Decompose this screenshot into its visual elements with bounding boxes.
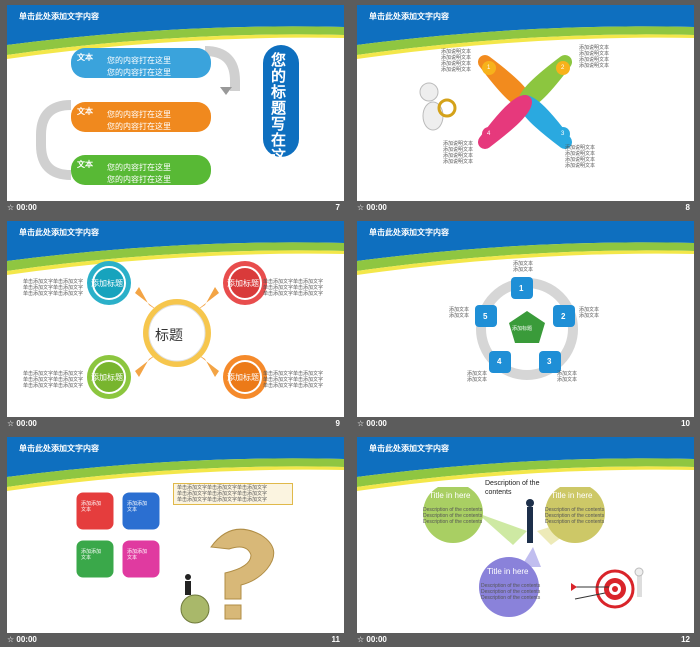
label-left: 添加文本添加文本 <box>449 307 470 319</box>
slide-number: 12 <box>681 635 690 644</box>
petal-diagram <box>419 55 572 149</box>
vertical-title: 您的标题写在这里 <box>271 52 287 181</box>
description-title: Description of the contents <box>485 480 540 496</box>
slide-header-band <box>357 5 694 59</box>
sticker-label-3: 添加添加文本 <box>81 549 102 561</box>
circle-title-3: Title in here <box>487 567 529 576</box>
pentagon-number-5: 5 <box>483 312 488 321</box>
slide-header-band <box>7 437 344 491</box>
target-illustration <box>571 567 644 609</box>
ribbon-line-3b: 您的内容打在这里 <box>107 175 171 184</box>
slide-10[interactable]: 单击此处添加文字内容 1 2 3 4 5 添加标题 添加文本添加文本 添加文本添… <box>357 221 694 417</box>
hub-diagram <box>87 261 267 399</box>
ribbon-line-1a: 您的内容打在这里 <box>107 56 171 65</box>
slide-title: 单击此处添加文字内容 <box>369 444 449 453</box>
pentagon-number-2: 2 <box>561 312 566 321</box>
slide-header-band <box>7 5 344 59</box>
sticker-label-1: 添加添加文本 <box>81 501 102 513</box>
slide-caption-12: ☆ 00:00 12 <box>357 633 694 647</box>
petal-number-2: 2 <box>561 65 565 71</box>
slide-number: 7 <box>335 203 340 212</box>
slide-header-band <box>357 437 694 491</box>
note-text: 单击添加文字单击添加文字单击添加文字单击添加文字单击添加文字单击添加文字单击添加… <box>177 485 268 503</box>
pentagon-number-1: 1 <box>519 284 524 293</box>
slide-8[interactable]: 单击此处添加文字内容 1 2 3 4 添加说明文本添加说明文本添加说明文本添加说… <box>357 5 694 201</box>
text-block-bottom-left: 添加说明文本添加说明文本添加说明文本添加说明文本 <box>443 141 474 165</box>
slide-number: 10 <box>681 419 690 428</box>
text-block-bottom-right: 添加说明文本添加说明文本添加说明文本添加说明文本 <box>565 145 596 169</box>
ribbon-line-1b: 您的内容打在这里 <box>107 68 171 77</box>
sticker-boxes <box>73 489 163 581</box>
ribbon-tag-2: 文本 <box>77 107 93 116</box>
slide-11[interactable]: 单击此处添加文字内容 添加添加文本 添加添加文本 添加添加文本 添加添加文本 单… <box>7 437 344 633</box>
slide-12[interactable]: 单击此处添加文字内容 Description of the contents T… <box>357 437 694 633</box>
text-block-top-left: 添加说明文本添加说明文本添加说明文本添加说明文本 <box>441 49 472 73</box>
slide-9[interactable]: 单击此处添加文字内容 标题 添加标题 添加标题 添加标题 添加标题 单击添加文字… <box>7 221 344 417</box>
vertical-title-pill <box>263 45 299 157</box>
slide-header-band <box>357 221 694 275</box>
petal-number-3: 3 <box>561 131 565 137</box>
slide-caption-8: ☆ 00:00 8 <box>357 201 694 215</box>
pentagon-center-label: 添加标题 <box>512 326 533 332</box>
note-box <box>173 483 293 505</box>
circles-diagram <box>423 487 605 617</box>
slide-caption-10: ☆ 00:00 10 <box>357 417 694 431</box>
slide-title: 单击此处添加文字内容 <box>19 228 99 237</box>
timing-label: ☆ 00:00 <box>357 635 387 644</box>
label-right: 添加文本添加文本 <box>579 307 600 319</box>
slide-title: 单击此处添加文字内容 <box>19 444 99 453</box>
slide-title: 单击此处添加文字内容 <box>19 12 99 21</box>
timing-label: ☆ 00:00 <box>357 203 387 212</box>
slide-caption-11: ☆ 00:00 11 <box>7 633 344 647</box>
side-text-top-left: 单击添加文字单击添加文字单击添加文字单击添加文字单击添加文字单击添加文字 <box>23 279 84 297</box>
globe-question-illustration <box>180 528 275 624</box>
bubble-label-4: 添加标题 <box>227 373 259 382</box>
side-text-bottom-left: 单击添加文字单击添加文字单击添加文字单击添加文字单击添加文字单击添加文字 <box>23 371 84 389</box>
sticker-label-4: 添加添加文本 <box>127 549 148 561</box>
ribbon-line-2b: 您的内容打在这里 <box>107 122 171 131</box>
timing-label: ☆ 00:00 <box>357 419 387 428</box>
timing-label: ☆ 00:00 <box>7 203 37 212</box>
ribbon-tag-3: 文本 <box>77 160 93 169</box>
timing-label: ☆ 00:00 <box>7 635 37 644</box>
hub-center-label: 标题 <box>155 327 183 343</box>
slide-title: 单击此处添加文字内容 <box>369 12 449 21</box>
ribbon-line-3a: 您的内容打在这里 <box>107 163 171 172</box>
bubble-label-2: 添加标题 <box>227 279 259 288</box>
slide-number: 8 <box>685 203 690 212</box>
label-top: 添加文本添加文本 <box>513 261 534 273</box>
petal-number-4: 4 <box>487 131 491 137</box>
bubble-label-1: 添加标题 <box>91 279 123 288</box>
slide-header-band <box>7 221 344 275</box>
side-text-top-right: 单击添加文字单击添加文字单击添加文字单击添加文字单击添加文字单击添加文字 <box>263 279 324 297</box>
slide-number: 11 <box>331 635 340 644</box>
sticker-label-2: 添加添加文本 <box>127 501 148 513</box>
ribbon-list-diagram <box>36 46 240 185</box>
ribbon-tag-1: 文本 <box>77 53 93 62</box>
side-text-bottom-right: 单击添加文字单击添加文字单击添加文字单击添加文字单击添加文字单击添加文字 <box>263 371 324 389</box>
pentagon-cycle-diagram <box>475 277 578 380</box>
text-block-top-right: 添加说明文本添加说明文本添加说明文本添加说明文本 <box>579 45 610 69</box>
pentagon-number-4: 4 <box>497 357 502 366</box>
timing-label: ☆ 00:00 <box>7 419 37 428</box>
slide-number: 9 <box>335 419 340 428</box>
ribbon-line-2a: 您的内容打在这里 <box>107 110 171 119</box>
bubble-label-3: 添加标题 <box>91 373 123 382</box>
label-bottom-right: 添加文本添加文本 <box>557 371 578 383</box>
slide-title: 单击此处添加文字内容 <box>369 228 449 237</box>
circle-title-1: Title in here <box>429 491 471 500</box>
slide-caption-7: ☆ 00:00 7 <box>7 201 344 215</box>
slide-7[interactable]: 单击此处添加文字内容 文本 您的内容打在这里 您的内容打在这里 文本 您的内容打… <box>7 5 344 201</box>
pentagon-number-3: 3 <box>547 357 552 366</box>
slide-caption-9: ☆ 00:00 9 <box>7 417 344 431</box>
label-bottom-left: 添加文本添加文本 <box>467 371 488 383</box>
circle-title-2: Title in here <box>551 491 593 500</box>
petal-number-1: 1 <box>487 65 491 71</box>
